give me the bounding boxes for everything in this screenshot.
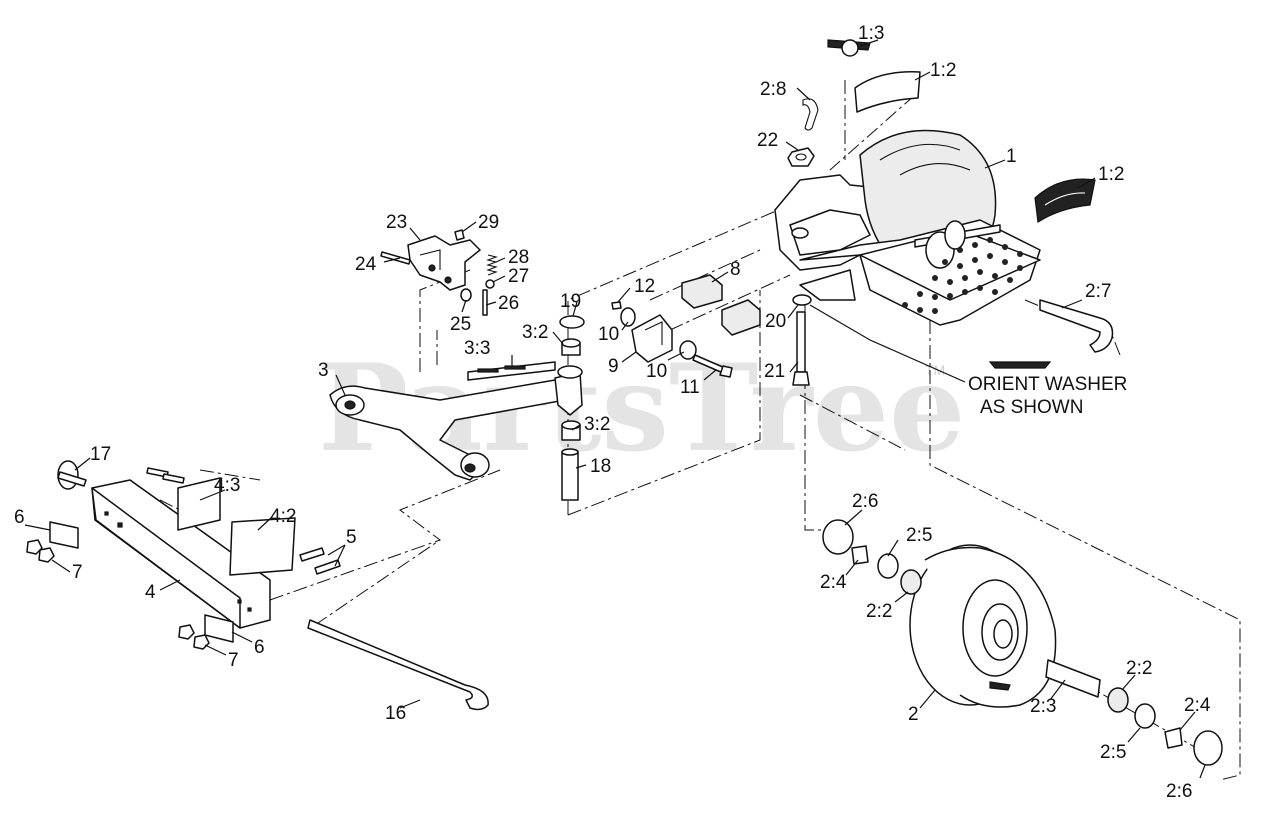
axle-2-3	[1045, 659, 1101, 698]
caster-fork-housing	[774, 129, 1041, 326]
washer-10-left	[620, 307, 636, 327]
latch-23	[407, 235, 481, 291]
label-23: 23	[386, 212, 407, 233]
note-line-2: AS SHOWN	[980, 397, 1083, 418]
hairpin-clip-2-8	[802, 98, 819, 131]
label-26: 26	[498, 293, 519, 314]
decal-4-2	[229, 517, 296, 576]
rod-16	[307, 619, 489, 711]
label-10-right: 10	[646, 361, 667, 382]
wheel-2	[909, 544, 1057, 708]
orient-washer-icon	[988, 361, 1052, 369]
plate-6-left	[49, 521, 79, 549]
spring-28	[486, 254, 498, 276]
label-10-left: 10	[598, 324, 619, 345]
decal-3-3	[467, 361, 556, 381]
caps-2-6	[822, 519, 1223, 766]
label-25: 25	[450, 314, 471, 335]
label-7-left: 7	[72, 562, 83, 583]
label-8: 8	[730, 259, 741, 280]
label-4: 4	[145, 582, 156, 603]
bolt-21	[792, 311, 810, 386]
pad-8-lower	[721, 299, 761, 336]
decal-1-2-logo	[1034, 178, 1096, 224]
pad-8-upper	[681, 274, 723, 309]
label-2-7: 2:7	[1085, 281, 1111, 302]
bolts-5	[299, 547, 341, 575]
label-28: 28	[508, 247, 529, 268]
decal-1-3	[827, 39, 871, 57]
plate-6-right	[204, 614, 234, 643]
bolt-24	[380, 251, 411, 265]
bushing-3-2-top	[561, 338, 581, 356]
label-20: 20	[765, 311, 786, 332]
leader-lines	[24, 39, 1206, 779]
label-1: 1	[1006, 146, 1017, 167]
bearings-2-2	[900, 569, 1129, 713]
label-7-right: 7	[228, 650, 239, 671]
label-2-8: 2:8	[760, 79, 786, 100]
bushing-3-2-bottom	[561, 420, 581, 441]
label-2-4-right: 2:4	[1184, 695, 1211, 716]
washer-20	[792, 294, 812, 306]
nut-22	[787, 147, 815, 167]
label-1-2-logo: 1:2	[1098, 164, 1124, 185]
arm-3	[329, 365, 583, 481]
label-1-2-top: 1:2	[930, 60, 956, 81]
washer-10-right	[679, 340, 697, 360]
bolt-12	[611, 301, 622, 310]
label-2-5-left: 2:5	[906, 525, 932, 546]
label-6-left: 6	[14, 507, 25, 528]
nuts-7-left	[26, 539, 55, 563]
label-4-3: 4:3	[214, 475, 240, 496]
bolt-top-right	[162, 473, 185, 484]
pin-17	[57, 460, 87, 490]
seals-2-5	[877, 553, 1156, 729]
label-3-3: 3:3	[464, 338, 490, 359]
label-2-2-left: 2:2	[866, 601, 892, 622]
bolt-11	[692, 354, 733, 378]
watermark-tm: TM	[925, 362, 945, 378]
label-3: 3	[318, 360, 329, 381]
label-16: 16	[385, 703, 406, 724]
label-3-2-bottom: 3:2	[584, 414, 610, 435]
label-2-5-right: 2:5	[1100, 742, 1126, 763]
pin-26	[482, 289, 488, 316]
label-2-4-left: 2:4	[820, 572, 847, 593]
decal-4-3	[177, 477, 221, 531]
label-11: 11	[680, 377, 700, 398]
label-24: 24	[355, 254, 377, 275]
note-line-1: ORIENT WASHER	[968, 374, 1127, 395]
label-5: 5	[346, 527, 357, 548]
label-6-right: 6	[254, 637, 265, 658]
spacer-18	[561, 448, 579, 501]
pin-2-7	[1039, 299, 1114, 353]
label-17: 17	[90, 444, 111, 465]
label-9: 9	[608, 356, 619, 377]
label-19: 19	[560, 291, 581, 312]
callout-labels: 1:3 1:2 2:8 22 1 1:2 2:7 23 29 24 28 27 …	[14, 23, 1211, 802]
label-2: 2	[908, 704, 919, 725]
label-1-3: 1:3	[858, 23, 884, 44]
label-2-3: 2:3	[1030, 696, 1056, 717]
label-2-2-right: 2:2	[1126, 658, 1152, 679]
label-22: 22	[757, 130, 778, 151]
label-2-6-right: 2:6	[1166, 781, 1192, 802]
washer-27	[485, 279, 495, 289]
step-deck-holes	[902, 237, 1023, 314]
decal-1-2-blank	[854, 71, 921, 113]
label-21: 21	[764, 361, 785, 382]
washer-19	[559, 315, 585, 329]
label-2-6-left: 2:6	[852, 491, 878, 512]
nut-25	[460, 288, 472, 302]
label-3-2-top: 3:2	[522, 322, 548, 343]
bolt-29	[454, 229, 465, 241]
label-12: 12	[634, 276, 655, 297]
spacers-2-4	[851, 545, 1183, 749]
label-29: 29	[478, 212, 499, 233]
label-4-2: 4:2	[270, 506, 296, 527]
label-27: 27	[508, 266, 529, 287]
label-18: 18	[590, 456, 611, 477]
